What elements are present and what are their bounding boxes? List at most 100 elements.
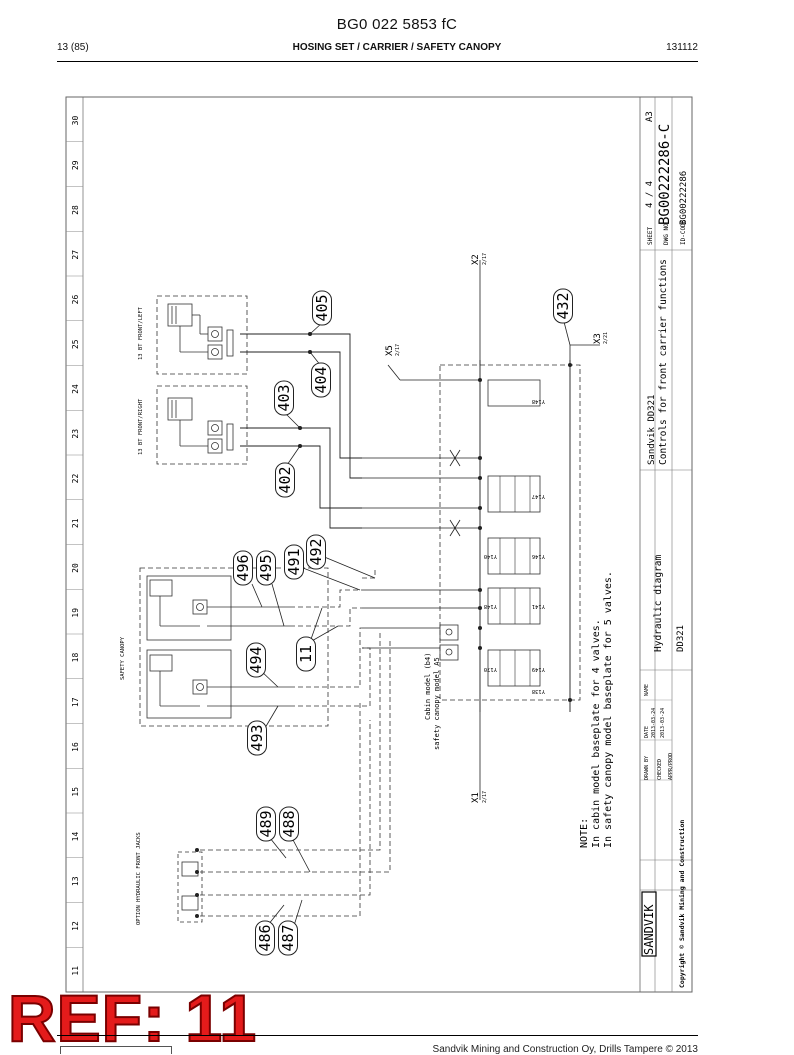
svg-text:403: 403 <box>275 384 293 411</box>
option-jacks-label: OPTION HYDRAULIC FRONT JACKS <box>136 832 142 925</box>
drawing-description: Controls for front carrier functions <box>658 259 669 465</box>
option-jack-hoses <box>200 630 391 917</box>
checked-label: CHECKED <box>657 759 663 780</box>
safety-canopy-label: SAFETY CANOPY <box>120 636 126 680</box>
callout-486: 486 <box>255 920 275 956</box>
svg-text:11: 11 <box>297 645 315 663</box>
svg-text:Y149: Y149 <box>532 666 545 672</box>
x1-sub: 2/17 <box>482 791 488 803</box>
ref-stamp: REF: 11 <box>7 981 258 1055</box>
column-number: 15 <box>71 787 80 797</box>
date-2: 2013-03-24 <box>660 708 666 738</box>
drawing-inner-frame <box>82 96 693 993</box>
svg-text:495: 495 <box>257 554 275 581</box>
column-number: 24 <box>71 384 80 394</box>
callout-494: 494 <box>246 642 266 678</box>
jack-hoses <box>240 331 362 529</box>
header-date: 131112 <box>666 42 698 53</box>
column-number: 21 <box>71 518 80 528</box>
callout-492: 492 <box>306 534 326 570</box>
footer-company: Sandvik Mining and Construction Oy, Dril… <box>432 1044 698 1055</box>
callout-405: 405 <box>312 290 332 326</box>
callout-11: 11 <box>296 636 316 672</box>
front-jack-right <box>156 295 248 375</box>
document-code: BG0 022 5853 fC <box>336 16 458 33</box>
canopy-hoses <box>290 570 376 707</box>
page-number: 13 (85) <box>57 42 89 53</box>
svg-text:492: 492 <box>307 538 325 565</box>
x1-label: X1 <box>471 792 481 803</box>
safety-canopy-group <box>139 567 329 727</box>
svg-text:404: 404 <box>312 366 330 393</box>
svg-text:405: 405 <box>313 294 331 321</box>
x5-sub: 2/17 <box>395 344 401 356</box>
svg-text:Y147: Y147 <box>532 493 545 499</box>
column-number: 18 <box>71 653 80 663</box>
column-number: 14 <box>71 832 80 842</box>
svg-text:Y148: Y148 <box>484 603 497 609</box>
callout-495: 495 <box>256 550 276 586</box>
id-code: BG00222286 <box>679 171 689 225</box>
canopy-model-label: safety canopy model A5 <box>433 657 441 750</box>
port-lines <box>362 260 600 800</box>
column-number: 29 <box>71 160 80 170</box>
x2-sub: 2/17 <box>482 253 488 265</box>
svg-text:Y138: Y138 <box>532 688 545 694</box>
dwg-no-label: DWG NO <box>663 223 670 245</box>
column-number: 16 <box>71 742 80 752</box>
svg-text:Y148: Y148 <box>532 398 545 404</box>
brand-logo: SANDVIK <box>642 904 656 955</box>
svg-text:Y146: Y146 <box>532 553 545 559</box>
column-number: 11 <box>71 966 80 976</box>
approved-label: APPR/PROD <box>668 753 674 780</box>
name-label: NAME <box>644 684 650 696</box>
svg-text:402: 402 <box>276 466 294 493</box>
svg-text:488: 488 <box>280 810 298 837</box>
callout-404: 404 <box>311 362 331 398</box>
callout-488: 488 <box>279 806 299 842</box>
svg-text:489: 489 <box>257 810 275 837</box>
header-rule <box>57 61 698 62</box>
sheet-size: A3 <box>645 111 655 122</box>
option-front-jacks <box>177 851 203 923</box>
note-line-1: In cabin model baseplate for 4 valves. <box>591 619 602 848</box>
drawing-frame <box>65 96 693 993</box>
callout-496: 496 <box>233 550 253 586</box>
cabin-model-label: Cabin model (b4) <box>424 653 432 720</box>
title-block: SANDVIK Copyright © Sandvik Mining and C… <box>639 96 693 993</box>
sheet-value: 4 / 4 <box>645 181 655 208</box>
front-jack-left <box>156 385 248 465</box>
svg-text:Y170: Y170 <box>484 666 497 672</box>
svg-text:Y140: Y140 <box>484 553 497 559</box>
column-number: 28 <box>71 205 80 215</box>
svg-text:494: 494 <box>247 646 265 673</box>
valve-bank-ports <box>478 363 572 702</box>
callout-403: 403 <box>274 380 294 416</box>
x2-label: X2 <box>471 254 481 265</box>
section-title: HOSING SET / CARRIER / SAFETY CANOPY <box>292 42 502 53</box>
model-name: DD321 <box>676 625 686 652</box>
column-number: 23 <box>71 429 80 439</box>
sheet-label: SHEET <box>647 227 654 245</box>
drawn-by-label: DRAWN BY <box>644 756 650 780</box>
x5-label: X5 <box>385 345 395 356</box>
front-jack-right-label: 13 BT FRONT/LEFT <box>138 306 144 360</box>
callout-leaders <box>251 317 571 933</box>
date-label: DATE <box>644 726 650 738</box>
orifice-marks <box>449 449 461 537</box>
column-number: 20 <box>71 563 80 573</box>
column-number: 13 <box>71 876 80 886</box>
ref-logo-fragment <box>60 1046 172 1054</box>
column-number: 26 <box>71 295 80 305</box>
date-1: 2013-03-24 <box>651 708 657 738</box>
svg-text:486: 486 <box>256 924 274 951</box>
column-number: 27 <box>71 250 80 260</box>
svg-text:Y141: Y141 <box>532 603 545 609</box>
svg-text:496: 496 <box>234 554 252 581</box>
note-heading: NOTE: <box>579 818 590 848</box>
note-line-2: In safety canopy model baseplate for 5 v… <box>603 571 614 848</box>
column-number: 25 <box>71 339 80 349</box>
column-number: 22 <box>71 474 80 484</box>
